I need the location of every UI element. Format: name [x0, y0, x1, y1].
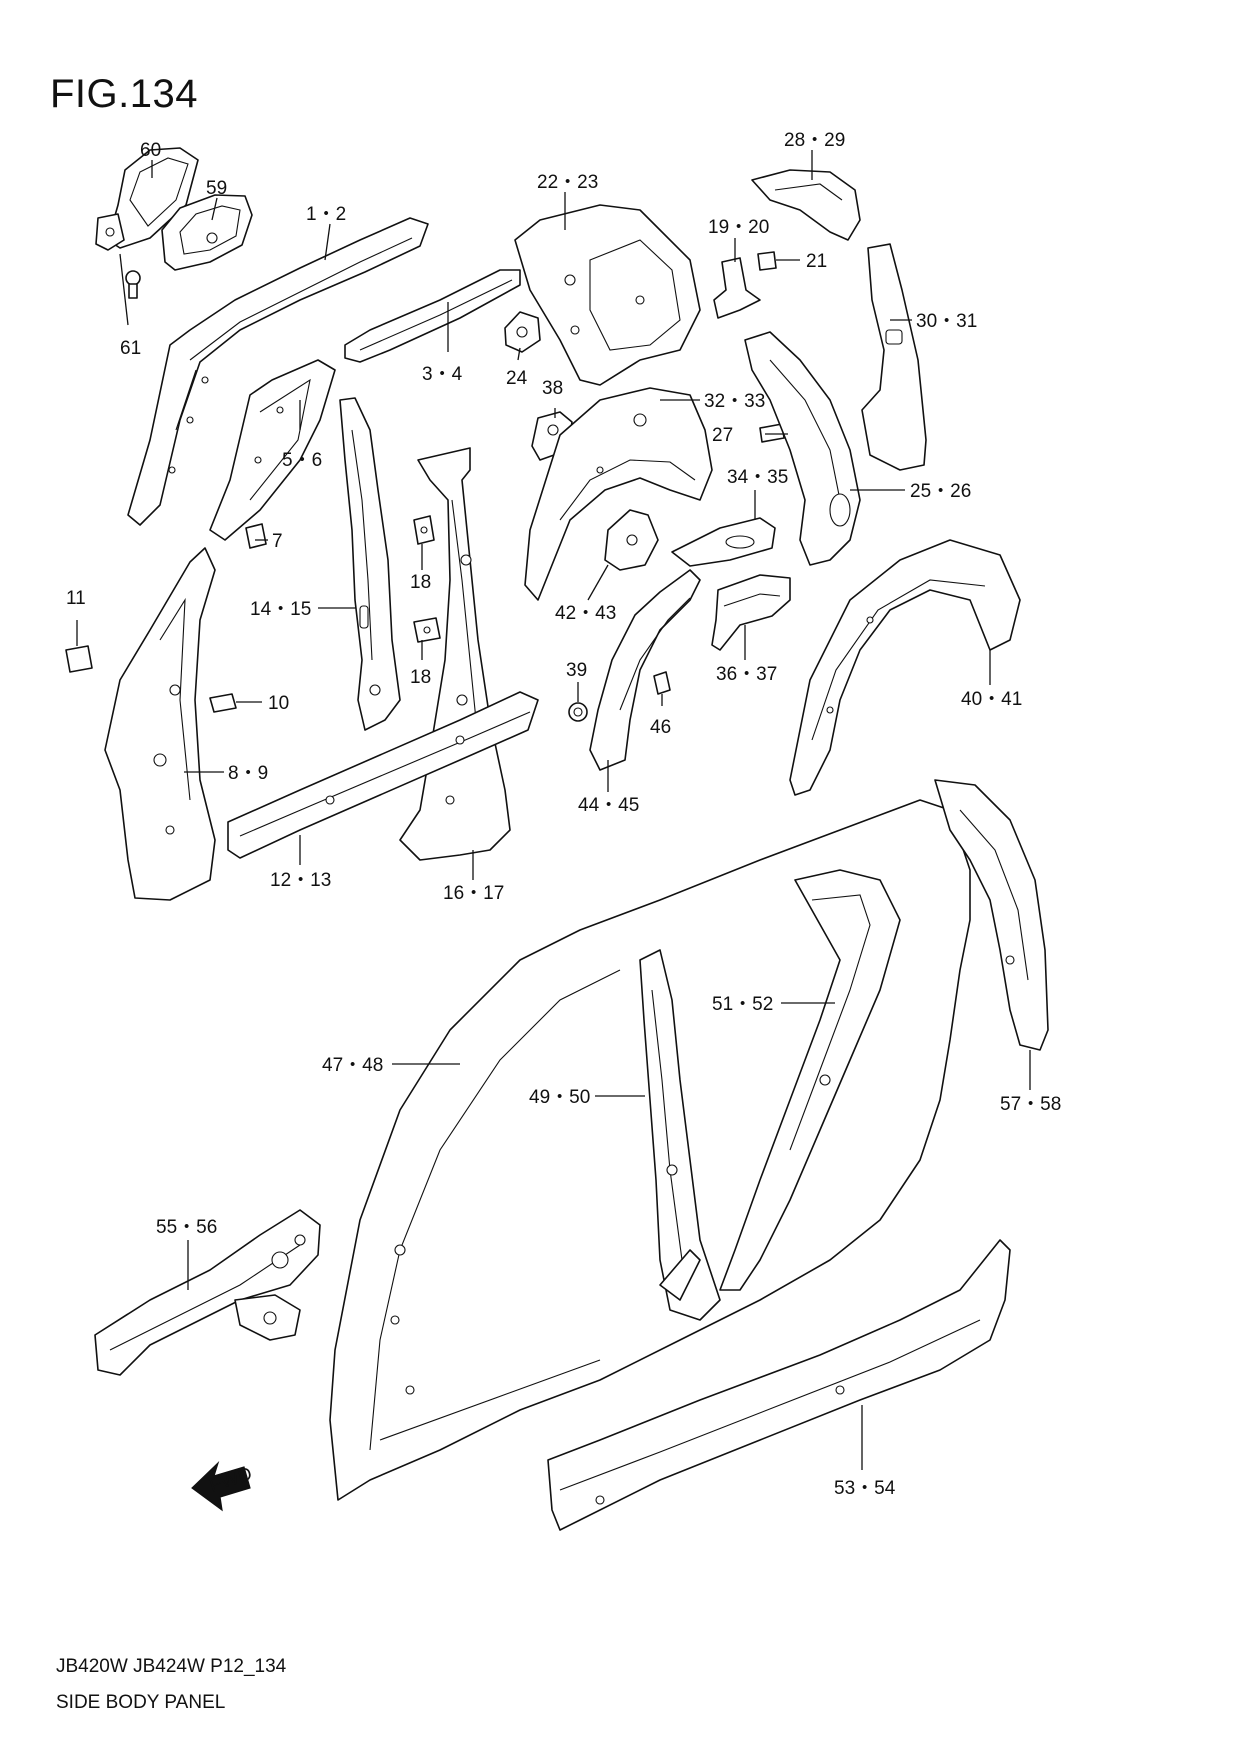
callout-30-31[interactable]: 30・31: [916, 311, 977, 332]
callout-22-23[interactable]: 22・23: [537, 172, 598, 193]
part-61-bolt[interactable]: [125, 270, 141, 299]
callout-59[interactable]: 59: [206, 178, 227, 199]
callout-1-2[interactable]: 1・2: [306, 204, 346, 225]
callout-57-58[interactable]: 57・58: [1000, 1094, 1061, 1115]
callout-39[interactable]: 39: [566, 660, 587, 681]
part-28-29-upper-gutter[interactable]: [751, 169, 861, 241]
model-code: JB420W JB424W P12_134: [56, 1656, 287, 1677]
callout-18-lower[interactable]: 18: [410, 667, 431, 688]
part-12-13-side-sill-inner[interactable]: [227, 691, 539, 859]
part-40-41-wheel-house-outer[interactable]: [789, 539, 1021, 796]
part-11-plate[interactable]: [65, 645, 93, 673]
callout-51-52[interactable]: 51・52: [712, 994, 773, 1015]
callout-40-41[interactable]: 40・41: [961, 689, 1022, 710]
part-10-pad[interactable]: [209, 693, 237, 713]
part-32-33-wheel-house-inner[interactable]: [524, 387, 713, 601]
part-7-clip[interactable]: [245, 523, 267, 549]
callout-27[interactable]: 27: [712, 425, 733, 446]
callout-46[interactable]: 46: [650, 717, 671, 738]
callout-11[interactable]: 11: [66, 588, 86, 609]
part-18-bracket-upper[interactable]: [413, 515, 435, 545]
part-57-58-rear-pillar-reinforcement[interactable]: [934, 779, 1049, 1051]
part-21-pad[interactable]: [757, 251, 777, 271]
part-8-9-front-pillar-lower[interactable]: [104, 547, 216, 901]
callout-36-37[interactable]: 36・37: [716, 664, 777, 685]
part-59-fuel-lid[interactable]: [161, 194, 253, 271]
part-19-20-bracket[interactable]: [713, 257, 761, 319]
callout-7[interactable]: 7: [272, 531, 283, 552]
part-60-fuel-lid-housing[interactable]: [95, 147, 199, 251]
part-34-35-floor-bracket[interactable]: [671, 517, 776, 567]
callout-16-17[interactable]: 16・17: [443, 883, 504, 904]
part-1-2-roof-side-rail[interactable]: [127, 217, 429, 526]
callout-labels: 60 59 61 1・2 3・4 5・6 7 22・23 24 19・20 21…: [66, 130, 1061, 1499]
callout-19-20[interactable]: 19・20: [708, 217, 769, 238]
part-18-bracket-lower[interactable]: [413, 617, 441, 643]
callout-10[interactable]: 10: [268, 693, 289, 714]
fwd-arrow-icon: FWD: [191, 1460, 255, 1512]
callout-12-13[interactable]: 12・13: [270, 870, 331, 891]
callout-24[interactable]: 24: [506, 368, 528, 389]
part-36-37-extension[interactable]: [711, 574, 791, 651]
part-30-31-rear-pillar-inner[interactable]: [861, 243, 927, 471]
part-22-23-quarter-inner-upper[interactable]: [514, 204, 701, 386]
part-55-56-front-side-member[interactable]: [94, 1209, 321, 1376]
callout-8-9[interactable]: 8・9: [228, 763, 268, 784]
callout-61[interactable]: 61: [120, 338, 141, 359]
callout-44-45[interactable]: 44・45: [578, 795, 639, 816]
callout-18-upper[interactable]: 18: [410, 572, 431, 593]
callout-21[interactable]: 21: [806, 251, 827, 272]
part-44-45-wheel-arch-outer[interactable]: [589, 569, 701, 771]
part-47-48-body-side-outer[interactable]: [329, 799, 971, 1501]
figure-title: FIG.134: [50, 72, 199, 116]
callout-42-43[interactable]: 42・43: [555, 603, 616, 624]
leader-lines: [76, 150, 1031, 1470]
diagram-caption: SIDE BODY PANEL: [56, 1692, 226, 1713]
callout-32-33[interactable]: 32・33: [704, 391, 765, 412]
callout-38[interactable]: 38: [542, 378, 563, 399]
callout-34-35[interactable]: 34・35: [727, 467, 788, 488]
part-16-17-center-pillar-outer[interactable]: [399, 447, 511, 861]
callout-47-48[interactable]: 47・48: [322, 1055, 383, 1076]
part-5-6-front-pillar-upper[interactable]: [209, 359, 336, 541]
callout-3-4[interactable]: 3・4: [422, 364, 463, 385]
callout-5-6[interactable]: 5・6: [282, 450, 322, 471]
callout-25-26[interactable]: 25・26: [910, 481, 971, 502]
callout-14-15[interactable]: 14・15: [250, 599, 311, 620]
callout-60[interactable]: 60: [140, 140, 161, 161]
part-3-4-roof-rail-inner[interactable]: [344, 269, 521, 363]
callout-55-56[interactable]: 55・56: [156, 1217, 217, 1238]
part-42-43-bracket[interactable]: [604, 509, 659, 571]
part-49-50-center-pillar-reinforcement[interactable]: [639, 949, 721, 1321]
part-27-pad[interactable]: [759, 423, 785, 443]
callout-49-50[interactable]: 49・50: [529, 1087, 590, 1108]
part-46-pad[interactable]: [653, 671, 671, 695]
part-24-bracket[interactable]: [504, 311, 541, 353]
part-53-54-side-sill-outer[interactable]: [547, 1239, 1011, 1531]
callout-53-54[interactable]: 53・54: [834, 1478, 896, 1499]
part-39-grommet[interactable]: [568, 702, 588, 722]
callout-28-29[interactable]: 28・29: [784, 130, 845, 151]
part-51-52-rear-door-opening[interactable]: [719, 869, 901, 1291]
part-14-15-center-pillar-inner[interactable]: [339, 397, 401, 731]
part-25-26-quarter-inner[interactable]: [744, 331, 861, 566]
